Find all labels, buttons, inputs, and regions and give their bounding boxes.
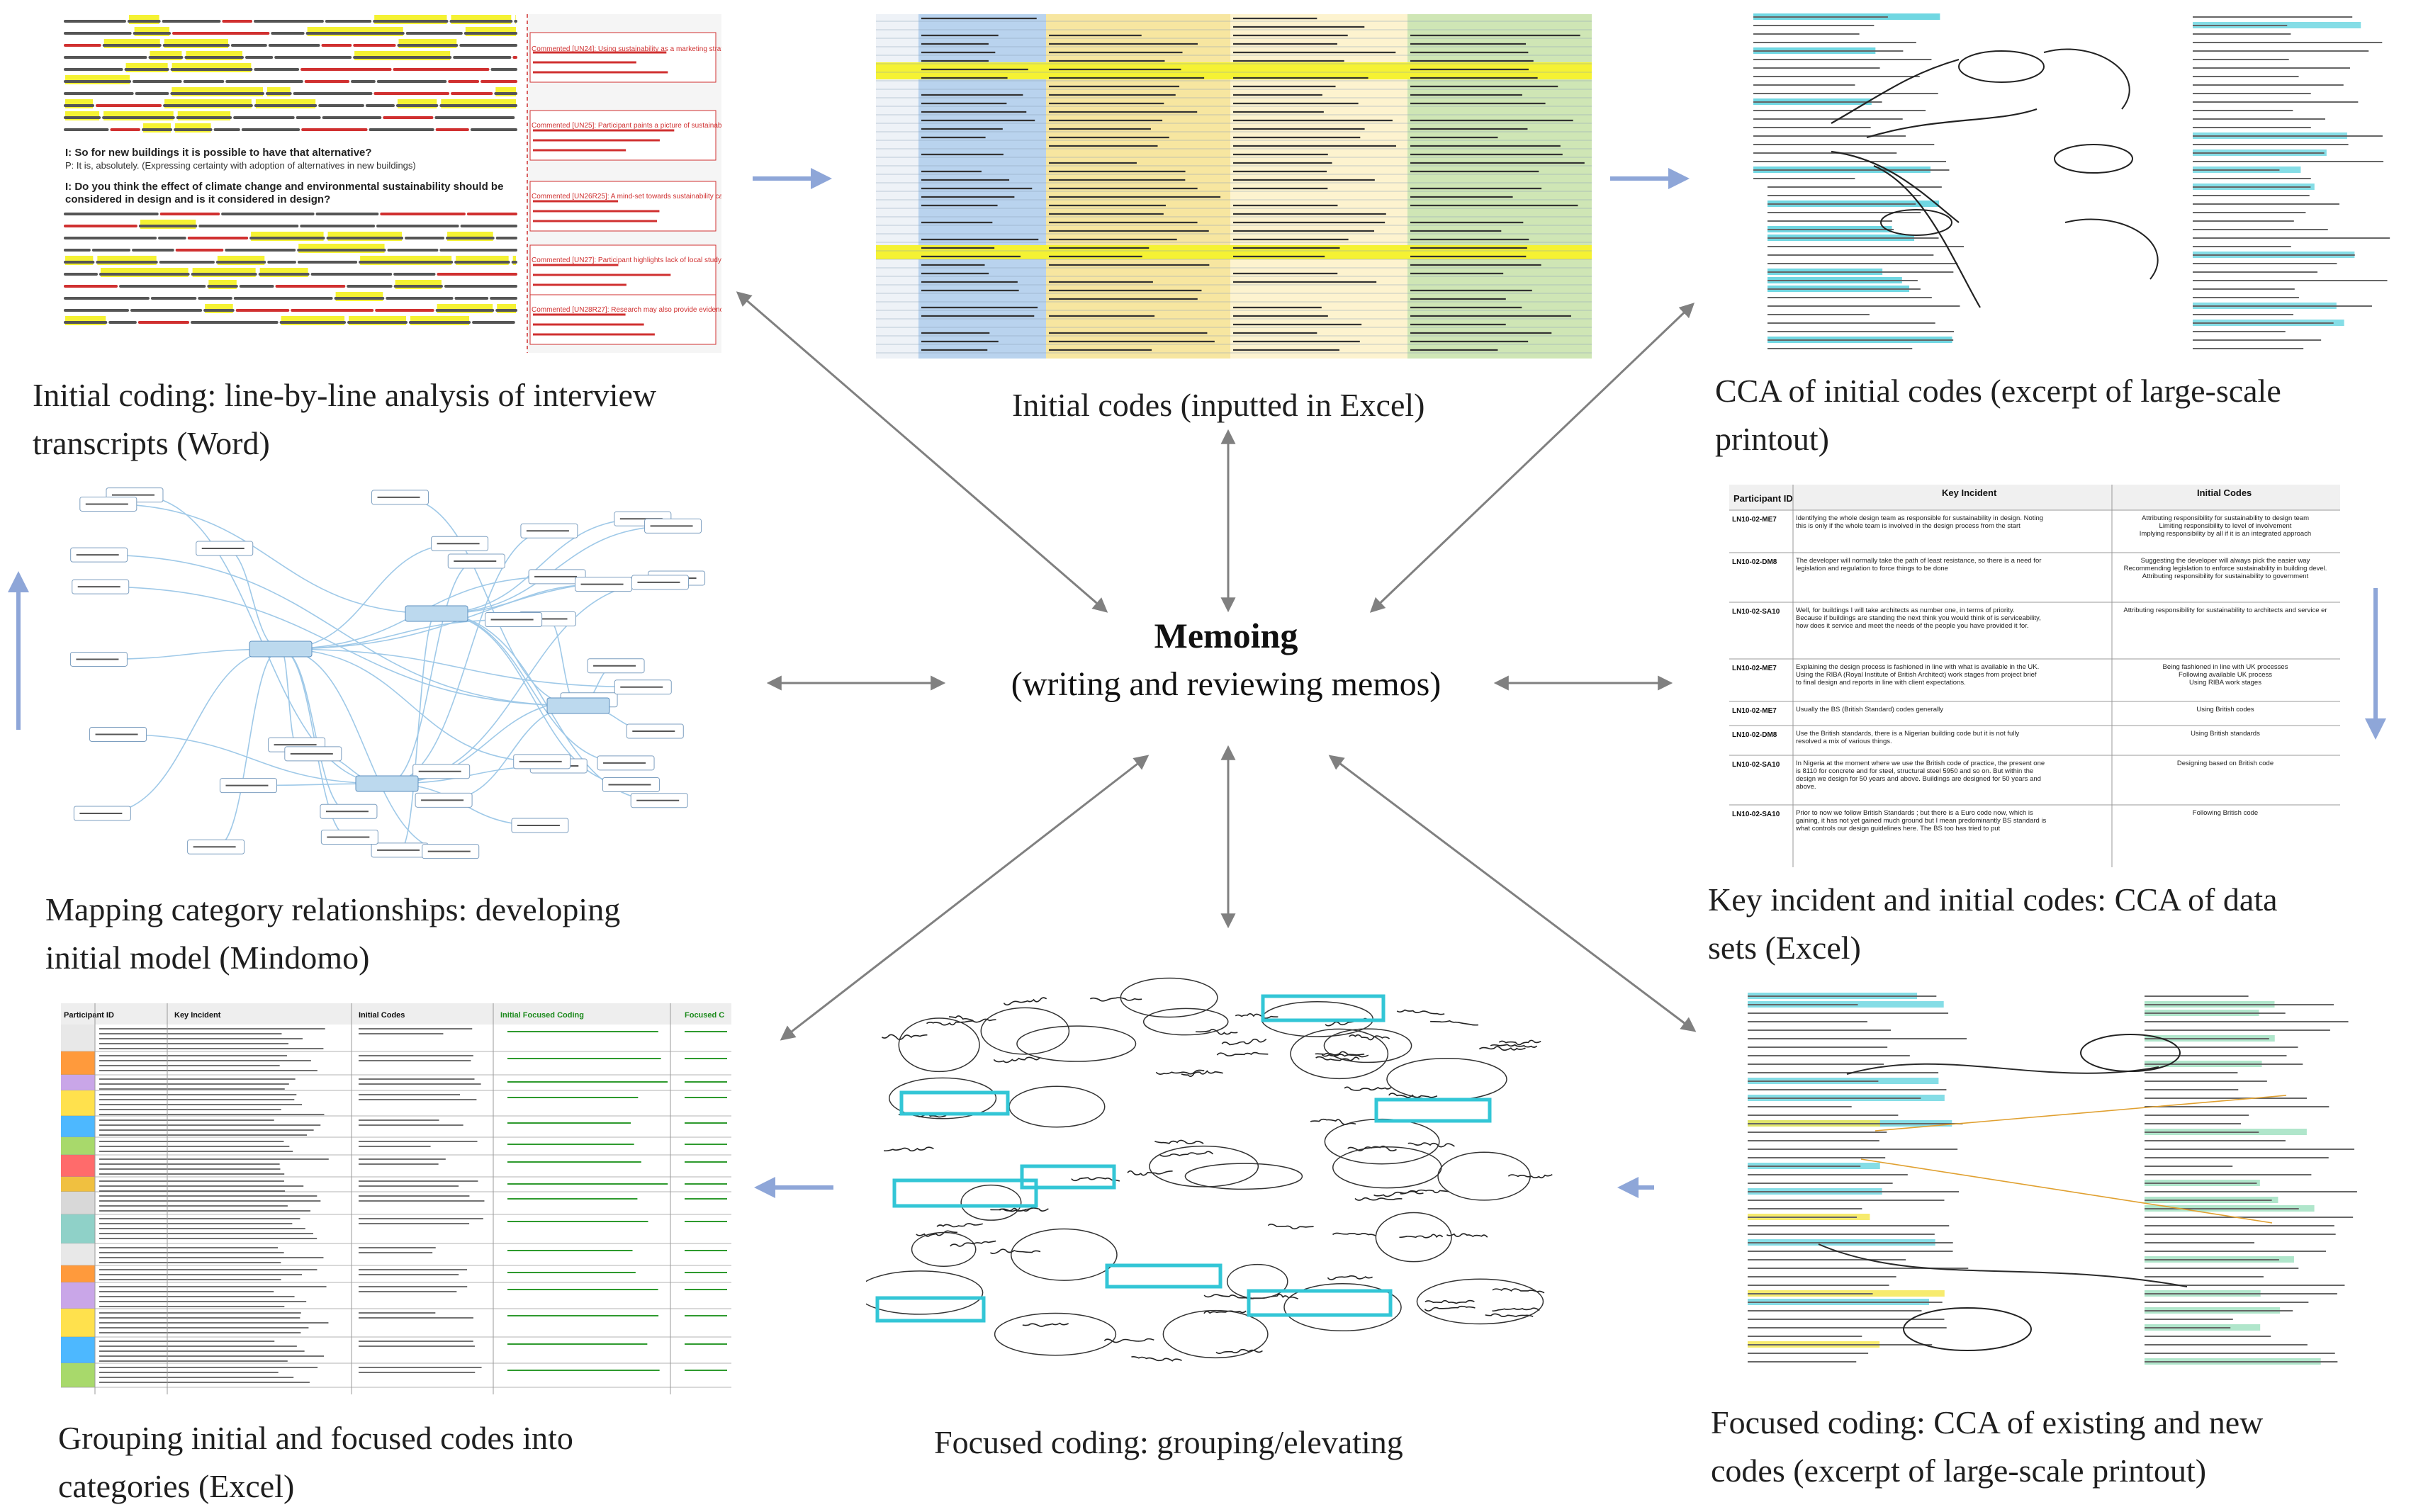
word-transcript-excerpt: I: So for new buildings it is possible t… [64,14,721,353]
svg-text:to final design and reports in: to final design and reports in line with… [1796,679,1966,687]
comment-3: Commented [UN26R25]: A mind-set towards … [532,193,721,201]
excel-sheet-initial-codes [876,14,1592,359]
svg-text:Because if buildings are stand: Because if buildings are standing the ne… [1796,614,2041,622]
svg-text:this is only if the whole team: this is only if the whole team is involv… [1796,522,2021,530]
svg-text:In Nigeria at the moment where: In Nigeria at the moment where we use th… [1796,760,2045,767]
mindmap-panel [68,479,721,869]
participant-id: LN10-02-DM8 [1732,731,1777,739]
initial-codes-excel-panel [876,14,1592,359]
caption-initial-codes: Initial codes (inputted in Excel) [1012,387,1425,423]
participant-id: LN10-02-SA10 [1732,608,1780,616]
caption-mapping: Mapping category relationships: developi… [45,891,621,976]
svg-text:gaining, it has not yet gained: gaining, it has not yet gained much grou… [1796,817,2047,825]
grouping-codes-panel: Participant ID Key Incident Initial Code… [61,1003,731,1394]
svg-text:Use the British standards, the: Use the British standards, there is a Ni… [1796,730,2019,738]
focused-grouping-panel [866,975,1575,1382]
comment-4: Commented [UN27]: Participant highlights… [532,256,721,264]
participant-id: LN10-02-ME7 [1732,516,1777,524]
participant-id: LN10-02-SA10 [1732,761,1780,769]
col-header-key-incident: Key Incident [1942,487,1997,498]
svg-text:Using the RIBA (Royal Institut: Using the RIBA (Royal Institute of Briti… [1796,671,2037,679]
svg-text:Explaining the design process: Explaining the design process is fashion… [1796,663,2039,671]
svg-text:The developer will normally ta: The developer will normally take the pat… [1796,557,2041,565]
participant-id: LN10-02-DM8 [1732,558,1777,566]
svg-text:Attributing responsibility for: Attributing responsibility for sustainab… [2123,607,2327,614]
transcript-question-2b: considered in design and is it considere… [65,193,330,205]
participant-id: LN10-02-ME7 [1732,707,1777,715]
participant-id: LN10-02-SA10 [1732,811,1780,818]
grp-header-focused: Initial Focused Coding [500,1011,584,1020]
grp-header-participant: Participant ID [64,1011,114,1020]
svg-text:is 8110 for concrete and for s: is 8110 for concrete and for steel, stru… [1796,767,2033,775]
svg-text:Prior to now we follow British: Prior to now we follow British Standards… [1796,809,2033,817]
annotated-printout-focused [1748,993,2357,1365]
svg-text:Being fashioned in line with U: Being fashioned in line with UK processe… [2163,663,2288,671]
excel-sheet-grouping: Participant ID Key Incident Initial Code… [61,1003,731,1394]
svg-text:resolved a mix of various thin: resolved a mix of various things. [1796,738,1892,745]
svg-text:above.: above. [1796,783,1816,791]
participant-id: LN10-02-ME7 [1732,665,1777,672]
col-header-participant: Participant ID [1733,493,1793,504]
key-incident-table: Participant ID Key Incident Initial Code… [1729,485,2340,867]
annotated-printout-initial [1753,13,2390,349]
caption-focused-grouping: Focused coding: grouping/elevating [934,1424,1403,1460]
mindomo-category-map [69,487,706,859]
key-incident-panel: Participant ID Key Incident Initial Code… [1729,485,2340,867]
svg-text:Attributing responsibility for: Attributing responsibility for sustainab… [2142,514,2309,522]
grp-header-incident: Key Incident [174,1011,221,1020]
svg-text:Usually the BS (British Standa: Usually the BS (British Standard) codes … [1796,706,1943,713]
svg-text:Identifying the whole design t: Identifying the whole design team as res… [1796,514,2043,522]
caption-initial-coding: Initial coding: line-by-line analysis of… [33,377,657,461]
memoing-title: Memoing [1154,616,1298,655]
svg-text:what controls our design guide: what controls our design guidelines here… [1795,825,2001,833]
comment-2: Commented [UN25]: Participant paints a p… [532,122,721,130]
svg-text:Attributing responsibility for: Attributing responsibility for sustainab… [2142,572,2309,580]
transcript-question-1: I: So for new buildings it is possible t… [65,147,372,159]
svg-text:Implying responsibility by all: Implying responsibility by all if it is … [2140,530,2311,538]
svg-text:Using British codes: Using British codes [2196,706,2254,713]
caption-key-incident: Key incident and initial codes: CCA of d… [1708,881,2278,966]
svg-text:Following British code: Following British code [2193,809,2258,817]
grp-header-focused-c: Focused C [685,1011,724,1020]
grp-header-initial: Initial Codes [359,1011,405,1020]
caption-cca-initial: CCA of initial codes (excerpt of large-s… [1715,373,2281,457]
svg-text:Limiting responsibility to lev: Limiting responsibility to level of invo… [2159,522,2292,530]
col-header-initial-codes: Initial Codes [2197,487,2252,498]
transcript-answer-1: P: It is, absolutely. (Expressing certai… [65,160,416,171]
svg-text:design we design for 50 years: design we design for 50 years and above.… [1796,775,2041,783]
svg-text:Well, for buildings I will tak: Well, for buildings I will take architec… [1796,607,2015,614]
memoing-subtitle: (writing and reviewing memos) [1011,665,1441,703]
svg-text:Following available UK process: Following available UK process [2179,671,2272,679]
svg-text:Suggesting the developer will: Suggesting the developer will always pic… [2141,557,2310,565]
comment-1: Commented [UN24]: Using sustainability a… [532,45,721,53]
svg-text:Using RIBA work stages: Using RIBA work stages [2189,679,2261,687]
handwritten-grouping-sketch [866,977,1553,1362]
svg-text:Using British standards: Using British standards [2191,730,2260,738]
cca-initial-codes-panel [1725,10,2405,364]
transcript-question-2a: I: Do you think the effect of climate ch… [65,181,503,193]
svg-text:how does it service and meet t: how does it service and meet the needs o… [1796,622,2029,630]
svg-text:Designing based on British cod: Designing based on British code [2177,760,2274,767]
focused-cca-panel [1733,989,2385,1386]
svg-text:legislation and regulation to: legislation and regulation to force thin… [1796,565,1948,572]
svg-text:Recommending legislation to en: Recommending legislation to enforce sust… [2124,565,2327,572]
comment-5: Commented [UN28R27]: Research may also p… [532,306,721,314]
initial-coding-panel: I: So for new buildings it is possible t… [62,14,721,353]
